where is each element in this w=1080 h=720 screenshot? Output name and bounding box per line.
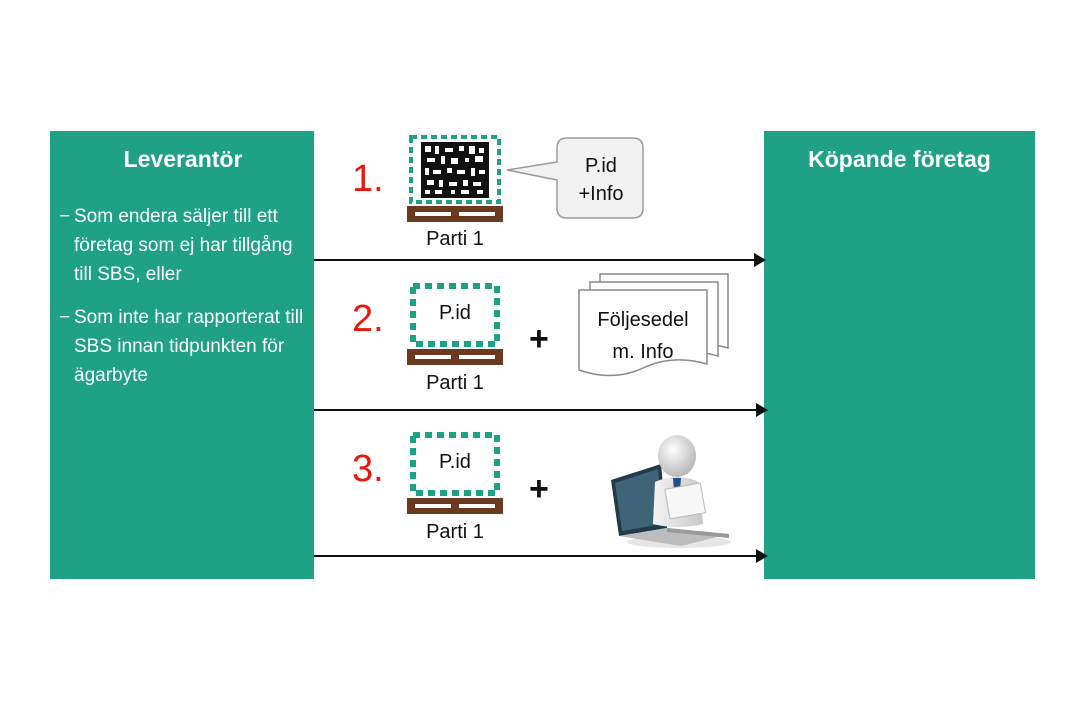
step-2-pallet-label: P.id	[439, 302, 471, 324]
step-2-document-text: Följesedel m. Info	[597, 309, 689, 363]
step-2-number: 2.	[352, 298, 384, 340]
step-3-pallet-label: P.id	[439, 451, 471, 473]
buyer-box: Köpande företag	[764, 131, 1035, 579]
pallet-icon	[407, 432, 503, 514]
step-1-number: 1.	[352, 158, 384, 200]
step-3-lot-label: Parti 1	[426, 521, 484, 543]
supplier-title: Leverantör	[123, 146, 243, 172]
arrow-step-1	[314, 253, 766, 267]
supplier-bullet-2: − Som inte har rapporterat till SBS inna…	[59, 307, 304, 386]
supplier-bullet-1: − Som endera säljer till ett företag som…	[59, 206, 293, 285]
step-2-plus: +	[529, 320, 549, 358]
pallet-icon	[407, 283, 503, 365]
arrow-step-3	[314, 549, 768, 563]
step-1-bubble-text: P.id +Info	[578, 155, 624, 205]
qr-code-icon	[407, 135, 503, 222]
document-stack-icon	[578, 273, 729, 377]
person-laptop-icon	[611, 435, 731, 548]
arrow-step-2	[314, 403, 768, 417]
step-3-number: 3.	[352, 448, 384, 490]
step-2-lot-label: Parti 1	[426, 372, 484, 394]
buyer-title: Köpande företag	[808, 146, 991, 172]
speech-bubble-icon	[506, 137, 644, 219]
step-3-plus: +	[529, 470, 549, 508]
step-1-lot-label: Parti 1	[426, 228, 484, 250]
supplier-box: Leverantör − Som endera säljer till ett …	[50, 131, 314, 579]
